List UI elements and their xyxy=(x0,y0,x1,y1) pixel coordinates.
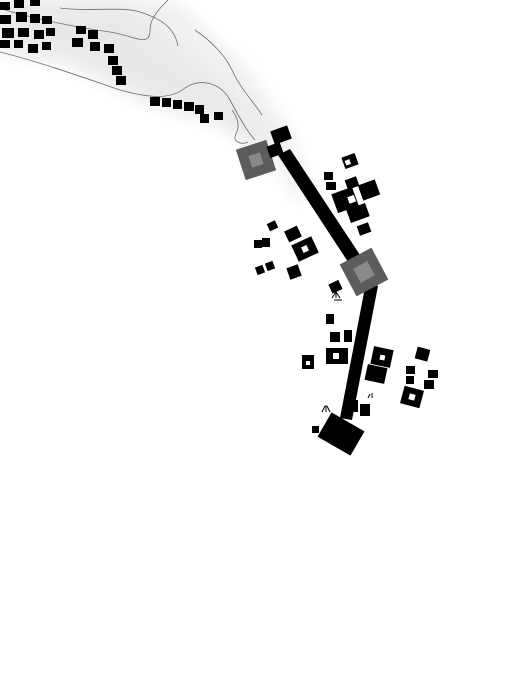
upper-plaza xyxy=(235,125,292,181)
vegetation-marks xyxy=(321,291,373,413)
lower-terminal-building xyxy=(312,400,370,456)
hillside-buildings xyxy=(0,0,223,123)
lower-right-buildings xyxy=(364,346,438,409)
middle-left-buildings xyxy=(254,220,319,280)
middle-plaza xyxy=(328,247,389,297)
courtyards xyxy=(301,159,416,401)
lower-left-buildings xyxy=(302,314,352,369)
main-walkway xyxy=(278,149,378,420)
